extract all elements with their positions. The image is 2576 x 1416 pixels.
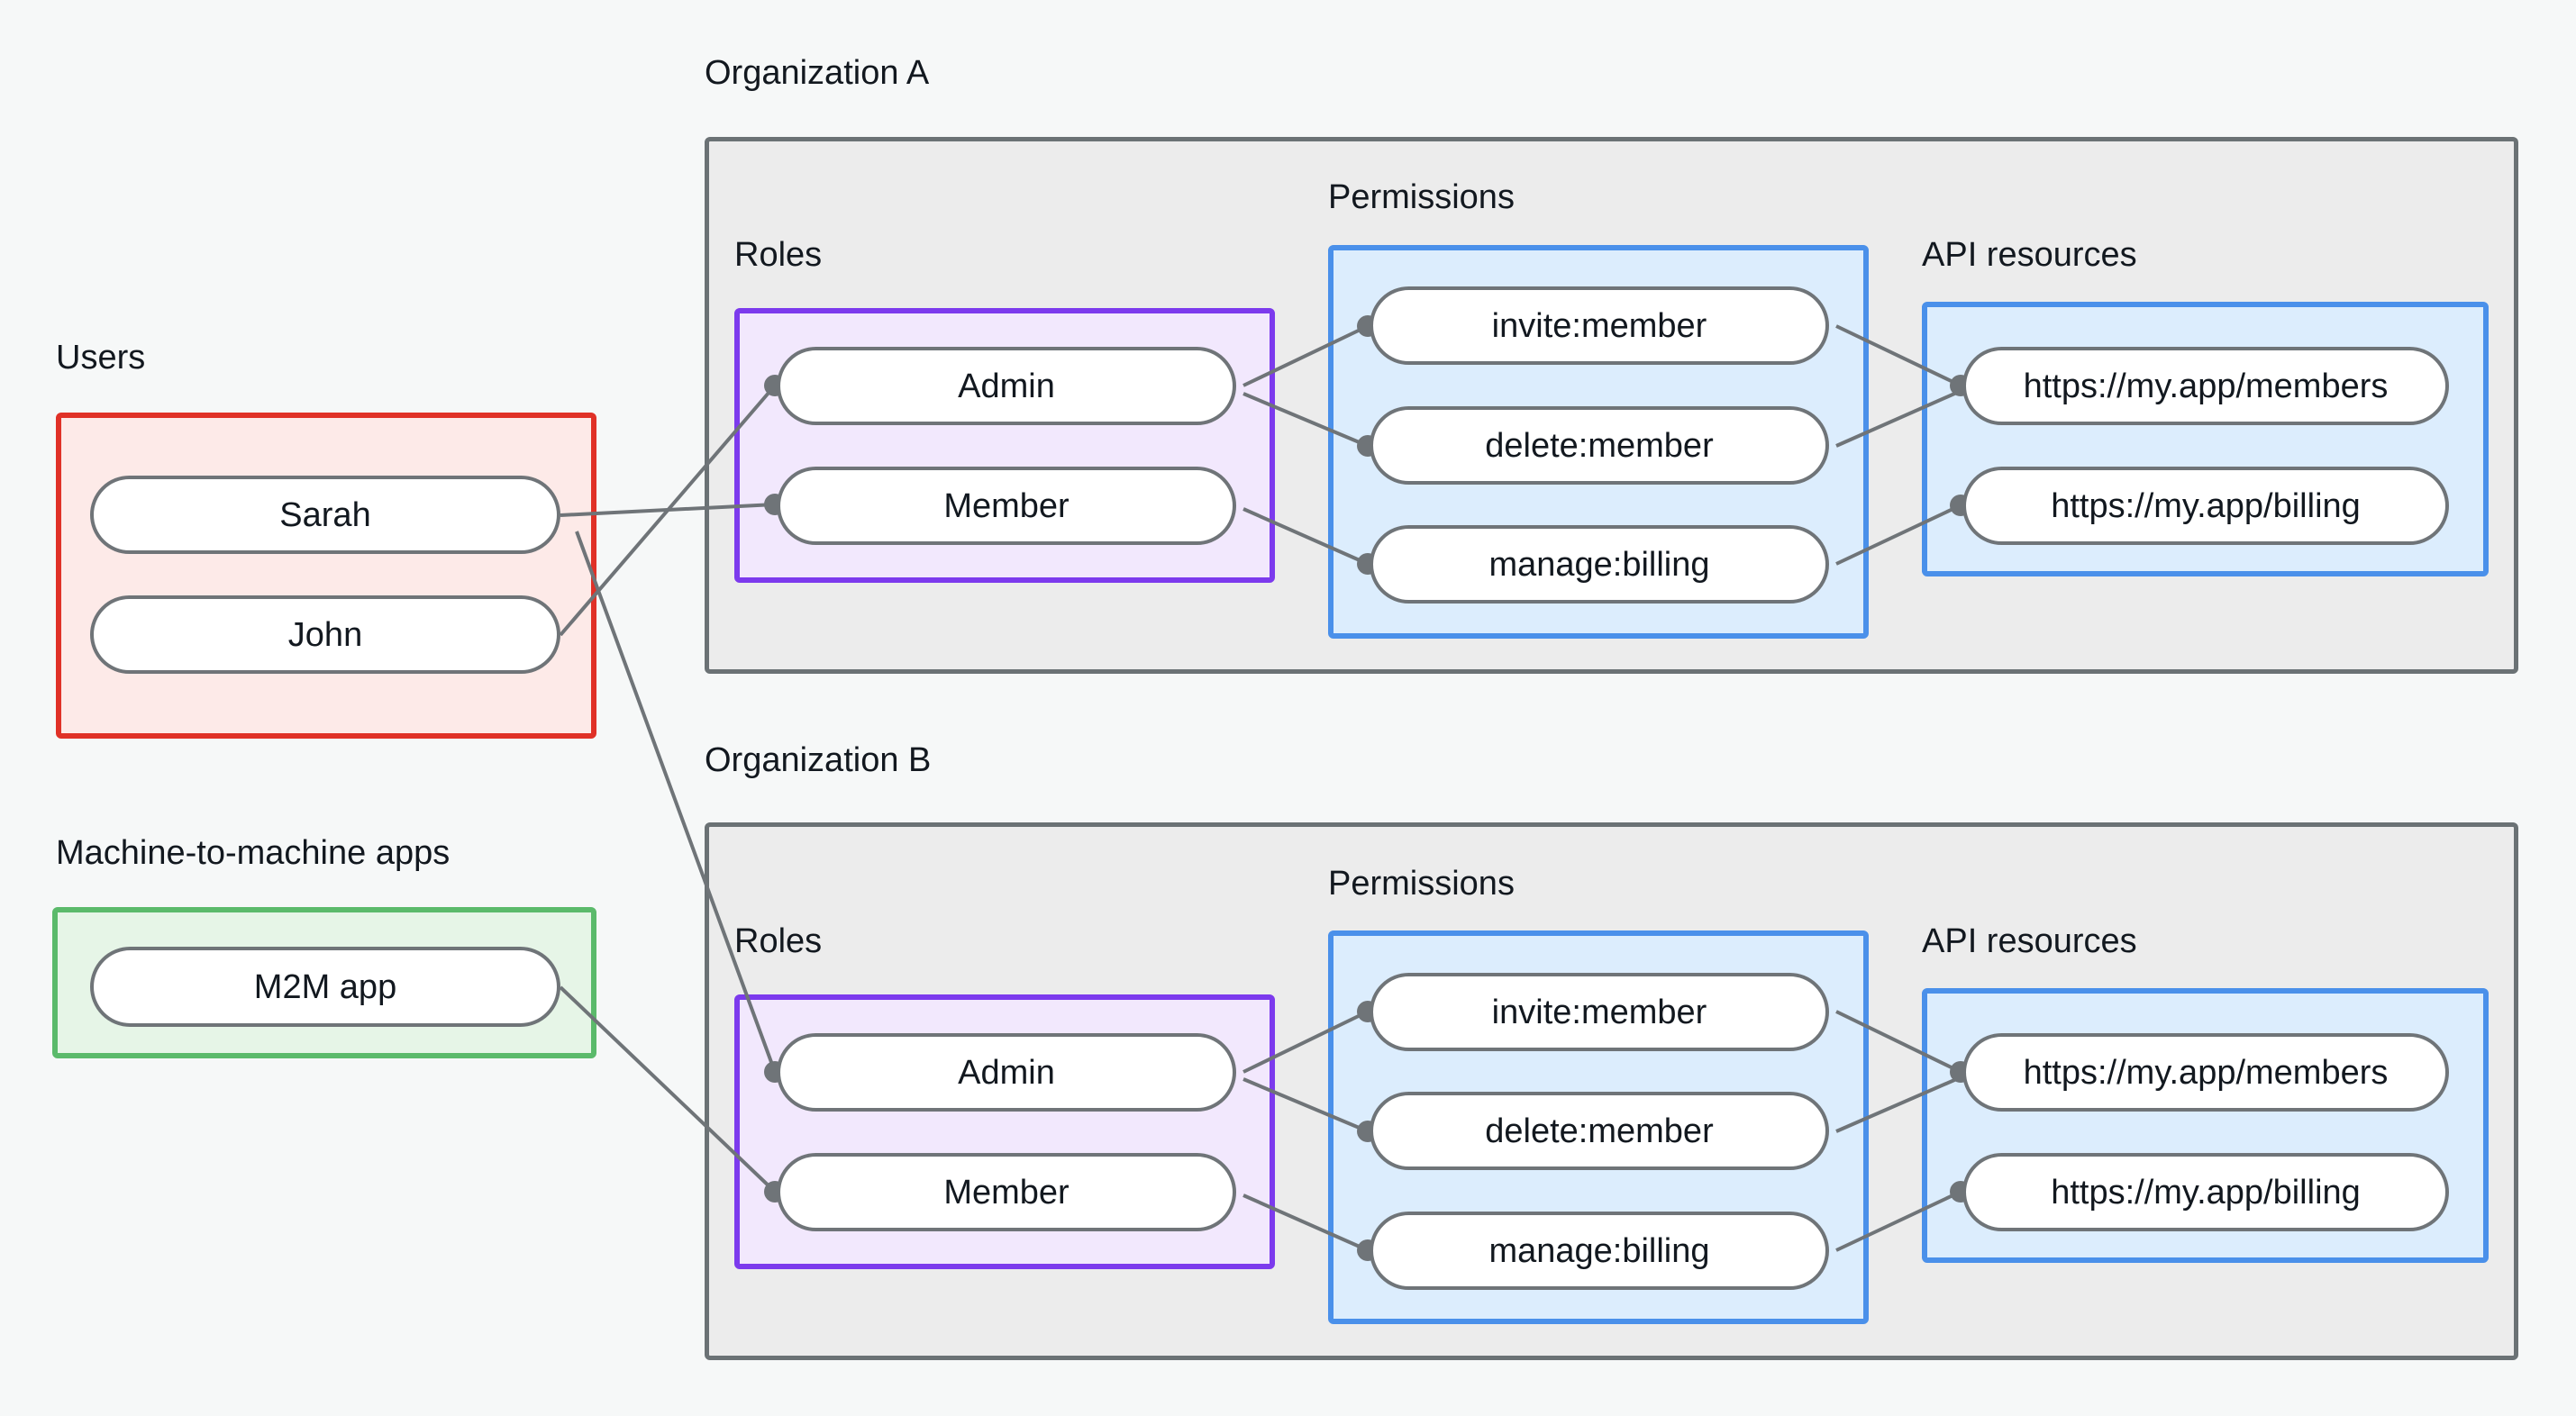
org-b-api-resources-label: API resources — [1922, 922, 2137, 960]
users-title: Users — [56, 339, 146, 377]
org-b-api-resource-members[interactable]: https://my.app/members — [1962, 1033, 2449, 1112]
user-john[interactable]: John — [90, 595, 560, 674]
org-a-api-resource-members[interactable]: https://my.app/members — [1962, 347, 2449, 425]
org-b-api-resource-billing[interactable]: https://my.app/billing — [1962, 1153, 2449, 1231]
organization-b-title: Organization B — [705, 741, 932, 779]
organization-a-title: Organization A — [705, 54, 930, 92]
org-a-api-resource-billing[interactable]: https://my.app/billing — [1962, 467, 2449, 545]
org-b-permission-invite-member[interactable]: invite:member — [1370, 973, 1829, 1051]
users-group — [56, 413, 596, 739]
org-a-api-resources-label: API resources — [1922, 236, 2137, 274]
org-a-permission-invite-member[interactable]: invite:member — [1370, 286, 1829, 365]
org-a-permissions-label: Permissions — [1328, 178, 1515, 216]
org-b-permission-delete-member[interactable]: delete:member — [1370, 1092, 1829, 1170]
org-a-role-admin[interactable]: Admin — [777, 347, 1236, 425]
org-b-roles-label: Roles — [734, 922, 823, 960]
org-a-permission-manage-billing[interactable]: manage:billing — [1370, 525, 1829, 604]
org-a-role-member[interactable]: Member — [777, 467, 1236, 545]
user-sarah[interactable]: Sarah — [90, 476, 560, 554]
org-b-permissions-label: Permissions — [1328, 865, 1515, 903]
m2m-app[interactable]: M2M app — [90, 947, 560, 1027]
org-a-permission-delete-member[interactable]: delete:member — [1370, 406, 1829, 485]
org-b-permission-manage-billing[interactable]: manage:billing — [1370, 1212, 1829, 1290]
org-b-role-member[interactable]: Member — [777, 1153, 1236, 1231]
org-b-role-admin[interactable]: Admin — [777, 1033, 1236, 1112]
m2m-title: Machine-to-machine apps — [56, 834, 451, 872]
org-a-roles-label: Roles — [734, 236, 823, 274]
